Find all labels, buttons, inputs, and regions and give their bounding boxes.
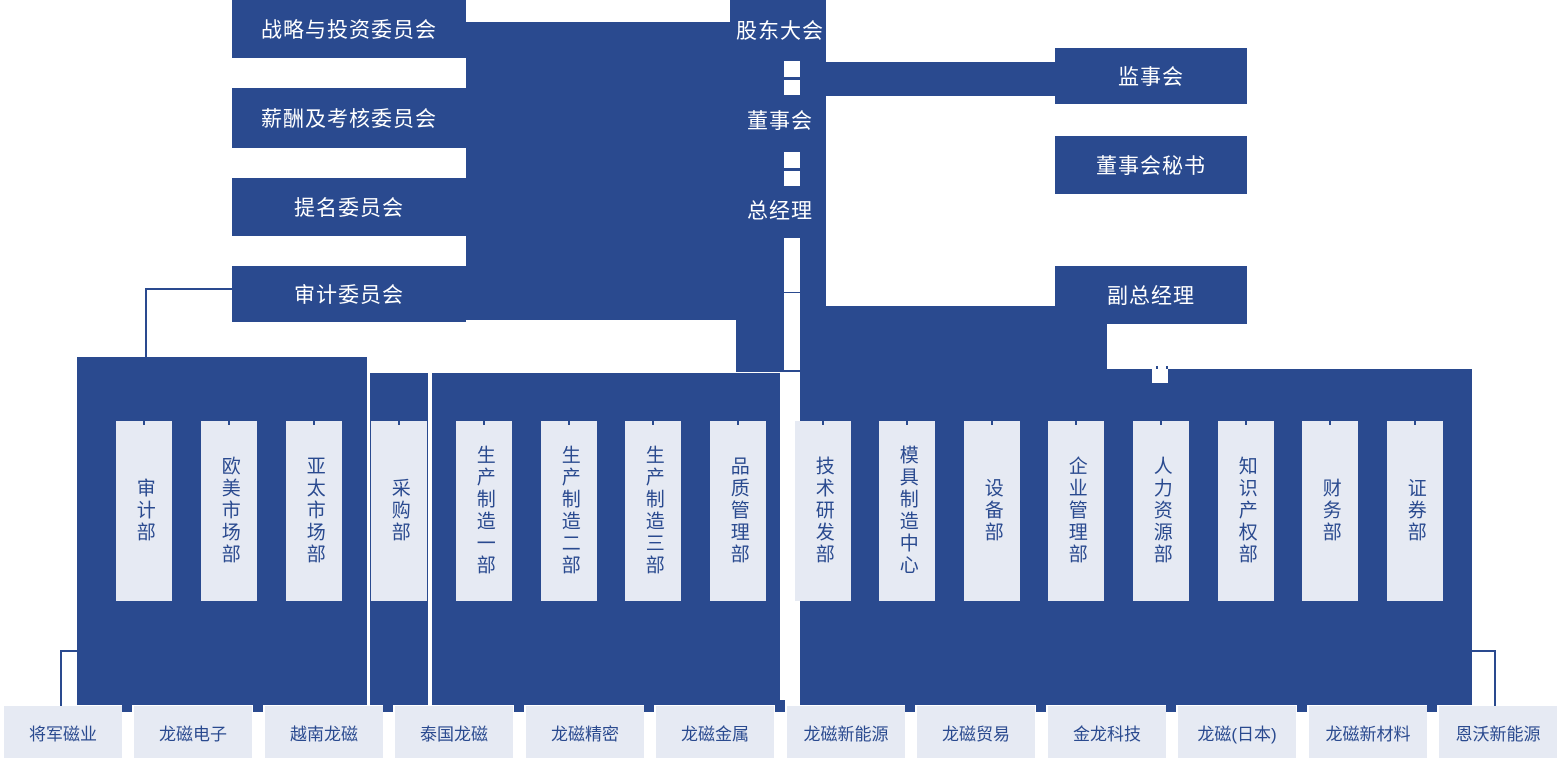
node-board-of-directors[interactable]: 董事会 (747, 110, 813, 133)
dept-stub-securities (1414, 415, 1416, 425)
subsidiary-tab-1 (122, 700, 132, 712)
subsidiary-rail-left-corner (60, 650, 62, 706)
dept-equipment[interactable]: 设备部 (964, 421, 1020, 601)
dept-stub-enterprise-mgmt (1075, 415, 1077, 425)
audit-connector-vertical (145, 288, 147, 358)
dept-band-slit-hr (1152, 369, 1168, 383)
subsidiary-tab-6 (775, 700, 785, 712)
gm-stem-hairline (784, 292, 800, 293)
node-deputy-general-manager[interactable]: 副总经理 (1055, 266, 1247, 324)
subsidiary-longci-new-energy[interactable]: 龙磁新能源 (787, 706, 905, 758)
dept-manufacturing-3[interactable]: 生产制造三部 (625, 421, 681, 601)
dept-manufacturing-2[interactable]: 生产制造二部 (541, 421, 597, 601)
dept-europe-america[interactable]: 欧美市场部 (201, 421, 257, 601)
arrow-marker-shareholders-to-board-upper (784, 61, 800, 77)
committee-remuneration-appraisal[interactable]: 薪酬及考核委员会 (232, 88, 466, 148)
dept-quality-management[interactable]: 品质管理部 (710, 421, 766, 601)
subsidiary-tab-3 (383, 700, 393, 712)
arrow-marker-board-to-gm-upper (784, 152, 800, 168)
dept-technology-rnd[interactable]: 技术研发部 (795, 421, 851, 601)
node-general-manager[interactable]: 总经理 (747, 200, 813, 223)
dept-stub-audit (143, 415, 145, 425)
subsidiary-longci-new-material[interactable]: 龙磁新材料 (1309, 706, 1427, 758)
node-board-of-supervisors[interactable]: 监事会 (1055, 48, 1247, 104)
subsidiary-tab-7 (905, 700, 915, 712)
backdrop-cutout-lower-left (466, 320, 736, 372)
subsidiary-vietnam-longci[interactable]: 越南龙磁 (265, 706, 383, 758)
subsidiary-longci-electronics[interactable]: 龙磁电子 (134, 706, 252, 758)
dept-stub-intellectual-property (1245, 415, 1247, 425)
dept-human-resources[interactable]: 人力资源部 (1133, 421, 1189, 601)
audit-connector-horizontal (145, 288, 235, 290)
dept-audit[interactable]: 审计部 (116, 421, 172, 601)
arrow-marker-shareholders-to-board-lower (784, 80, 800, 95)
dept-stub-asia-pacific (313, 415, 315, 425)
dept-stub-quality (737, 415, 739, 425)
subsidiary-tab-8 (1036, 700, 1046, 712)
subsidiary-longci-japan[interactable]: 龙磁(日本) (1178, 706, 1296, 758)
dept-stub-finance (1329, 415, 1331, 425)
node-board-secretary[interactable]: 董事会秘书 (1055, 136, 1247, 194)
subsidiary-jiangjun-magnetics[interactable]: 将军磁业 (4, 706, 122, 758)
subsidiary-longci-precision[interactable]: 龙磁精密 (526, 706, 644, 758)
committee-gap-1 (232, 58, 466, 88)
subsidiary-longci-metal[interactable]: 龙磁金属 (656, 706, 774, 758)
dept-stub-technology (822, 415, 824, 425)
subsidiary-enwo-new-energy[interactable]: 恩沃新能源 (1439, 706, 1557, 758)
dept-finance[interactable]: 财务部 (1302, 421, 1358, 601)
subsidiary-jinlong-technology[interactable]: 金龙科技 (1048, 706, 1166, 758)
dept-stub-manufacturing-3 (652, 415, 654, 425)
subsidiary-longci-trading[interactable]: 龙磁贸易 (917, 706, 1035, 758)
dept-securities[interactable]: 证券部 (1387, 421, 1443, 601)
dept-asia-pacific[interactable]: 亚太市场部 (286, 421, 342, 601)
supervisory-gap-2 (1055, 194, 1247, 266)
dept-procurement[interactable]: 采购部 (371, 421, 427, 601)
supervisory-descent-cut (1107, 324, 1247, 370)
subsidiary-tab-2 (253, 700, 263, 712)
dept-stub-europe-america (228, 415, 230, 425)
subsidiary-tab-9 (1166, 700, 1176, 712)
arrow-marker-board-to-gm-lower (784, 171, 800, 186)
subsidiary-tab-11 (1427, 700, 1437, 712)
committee-gap-2 (232, 148, 466, 178)
subsidiary-rail-left-arm (60, 650, 80, 652)
dept-stub-human-resources (1160, 415, 1162, 425)
backdrop-cutout-under-gm (826, 96, 1060, 306)
node-shareholders-meeting[interactable]: 股东大会 (736, 20, 824, 43)
dept-enterprise-mgmt[interactable]: 企业管理部 (1048, 421, 1104, 601)
subsidiary-tab-10 (1297, 700, 1307, 712)
subsidiary-tab-4 (514, 700, 524, 712)
dept-stub-procurement (398, 415, 400, 425)
dept-stub-mold (906, 415, 908, 425)
subsidiary-rail-right-corner (1494, 650, 1496, 706)
supervisory-gap-1 (1055, 104, 1247, 136)
backdrop-cutout-top-right (466, 0, 730, 22)
subsidiary-rail-right-arm (1472, 650, 1496, 652)
committee-strategy-investment[interactable]: 战略与投资委员会 (232, 0, 466, 58)
dept-stub-equipment (991, 415, 993, 425)
dept-manufacturing-1[interactable]: 生产制造一部 (456, 421, 512, 601)
audit-connector-notch (147, 290, 171, 358)
dept-mold-manufacturing[interactable]: 模具制造中心 (879, 421, 935, 601)
subsidiary-thailand-longci[interactable]: 泰国龙磁 (395, 706, 513, 758)
committee-gap-3 (232, 236, 466, 266)
dept-stub-manufacturing-1 (483, 415, 485, 425)
committee-nomination[interactable]: 提名委员会 (232, 178, 466, 236)
supervisory-descent-plate (1055, 324, 1107, 370)
dept-stub-manufacturing-2 (568, 415, 570, 425)
subsidiary-tab-5 (644, 700, 654, 712)
gm-stem-upper (784, 238, 800, 370)
backdrop-cutout-mid-right (826, 0, 1060, 62)
dept-intellectual-property[interactable]: 知识产权部 (1218, 421, 1274, 601)
committee-audit[interactable]: 审计委员会 (232, 266, 466, 322)
